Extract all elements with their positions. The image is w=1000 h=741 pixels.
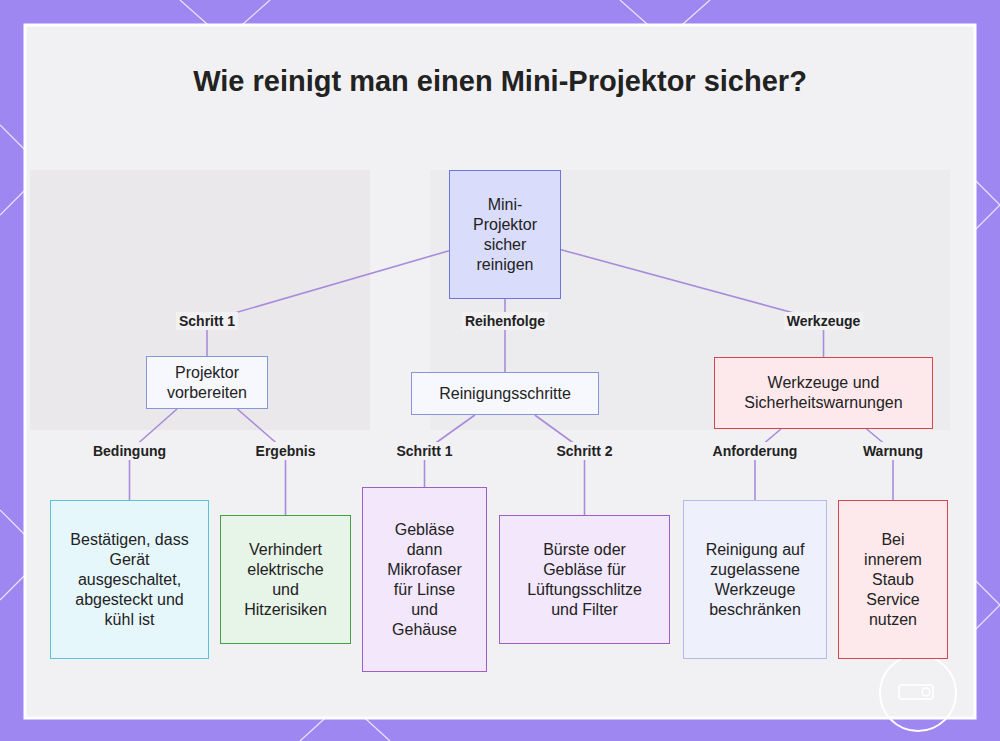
connector-line bbox=[867, 429, 893, 500]
logo-circle bbox=[880, 655, 956, 731]
node-text: Mini-Projektor sicher reinigen bbox=[456, 195, 554, 275]
content-panel bbox=[25, 25, 975, 718]
node-text: Bestätigen, dass Gerät ausgeschaltet, ab… bbox=[65, 530, 194, 630]
category-box: Werkzeuge und Sicherheitswarnungen bbox=[714, 357, 933, 429]
detail-box: Reinigung auf zugelassene Werkzeuge besc… bbox=[683, 500, 827, 659]
connector-line bbox=[561, 250, 824, 357]
edge-label: Warnung bbox=[860, 442, 926, 460]
category-box: Reinigungsschritte bbox=[411, 372, 599, 415]
detail-box: Gebläse dann Mikrofaser für Linse und Ge… bbox=[362, 487, 487, 672]
detail-box: Verhindert elektrische und Hitzerisiken bbox=[220, 515, 351, 644]
category-box: Projektor vorbereiten bbox=[146, 356, 268, 409]
node-text: Reinigung auf zugelassene Werkzeuge besc… bbox=[698, 540, 812, 620]
detail-box: Bürste oder Gebläse für Lüftungsschlitze… bbox=[499, 515, 670, 644]
blurred-photo bbox=[430, 170, 950, 430]
node-text: Reinigungsschritte bbox=[439, 384, 571, 404]
node-text: Werkzeuge und Sicherheitswarnungen bbox=[723, 373, 924, 413]
root-topic-box: Mini-Projektor sicher reinigen bbox=[449, 170, 561, 299]
logo-badge bbox=[880, 655, 956, 731]
detail-box: Bei innerem Staub Service nutzen bbox=[838, 500, 948, 659]
node-text: Bei innerem Staub Service nutzen bbox=[851, 530, 935, 630]
node-text: Bürste oder Gebläse für Lüftungsschlitze… bbox=[512, 540, 657, 620]
detail-box: Bestätigen, dass Gerät ausgeschaltet, ab… bbox=[50, 500, 209, 659]
blurred-photo bbox=[30, 170, 370, 430]
connector-line bbox=[755, 429, 781, 500]
edge-label: Schritt 1 bbox=[176, 312, 238, 330]
connector-line bbox=[535, 415, 585, 515]
projector-lens bbox=[922, 688, 930, 696]
edge-label: Reihenfolge bbox=[462, 312, 548, 330]
edge-label: Schritt 2 bbox=[553, 442, 615, 460]
connector-line bbox=[504, 299, 506, 372]
node-text: Projektor vorbereiten bbox=[155, 363, 259, 403]
projector-icon bbox=[899, 685, 933, 699]
connector-line bbox=[207, 251, 449, 356]
diagram-title: Wie reinigt man einen Mini-Projektor sic… bbox=[180, 62, 820, 100]
edge-label: Werkzeuge bbox=[784, 312, 864, 330]
edge-label: Anforderung bbox=[710, 442, 801, 460]
node-text: Gebläse dann Mikrofaser für Linse und Ge… bbox=[381, 520, 468, 640]
edge-label: Ergebnis bbox=[253, 442, 319, 460]
connector-line bbox=[237, 409, 285, 515]
edge-label: Bedingung bbox=[90, 442, 169, 460]
edge-label: Schritt 1 bbox=[393, 442, 455, 460]
node-text: Verhindert elektrische und Hitzerisiken bbox=[235, 540, 336, 620]
